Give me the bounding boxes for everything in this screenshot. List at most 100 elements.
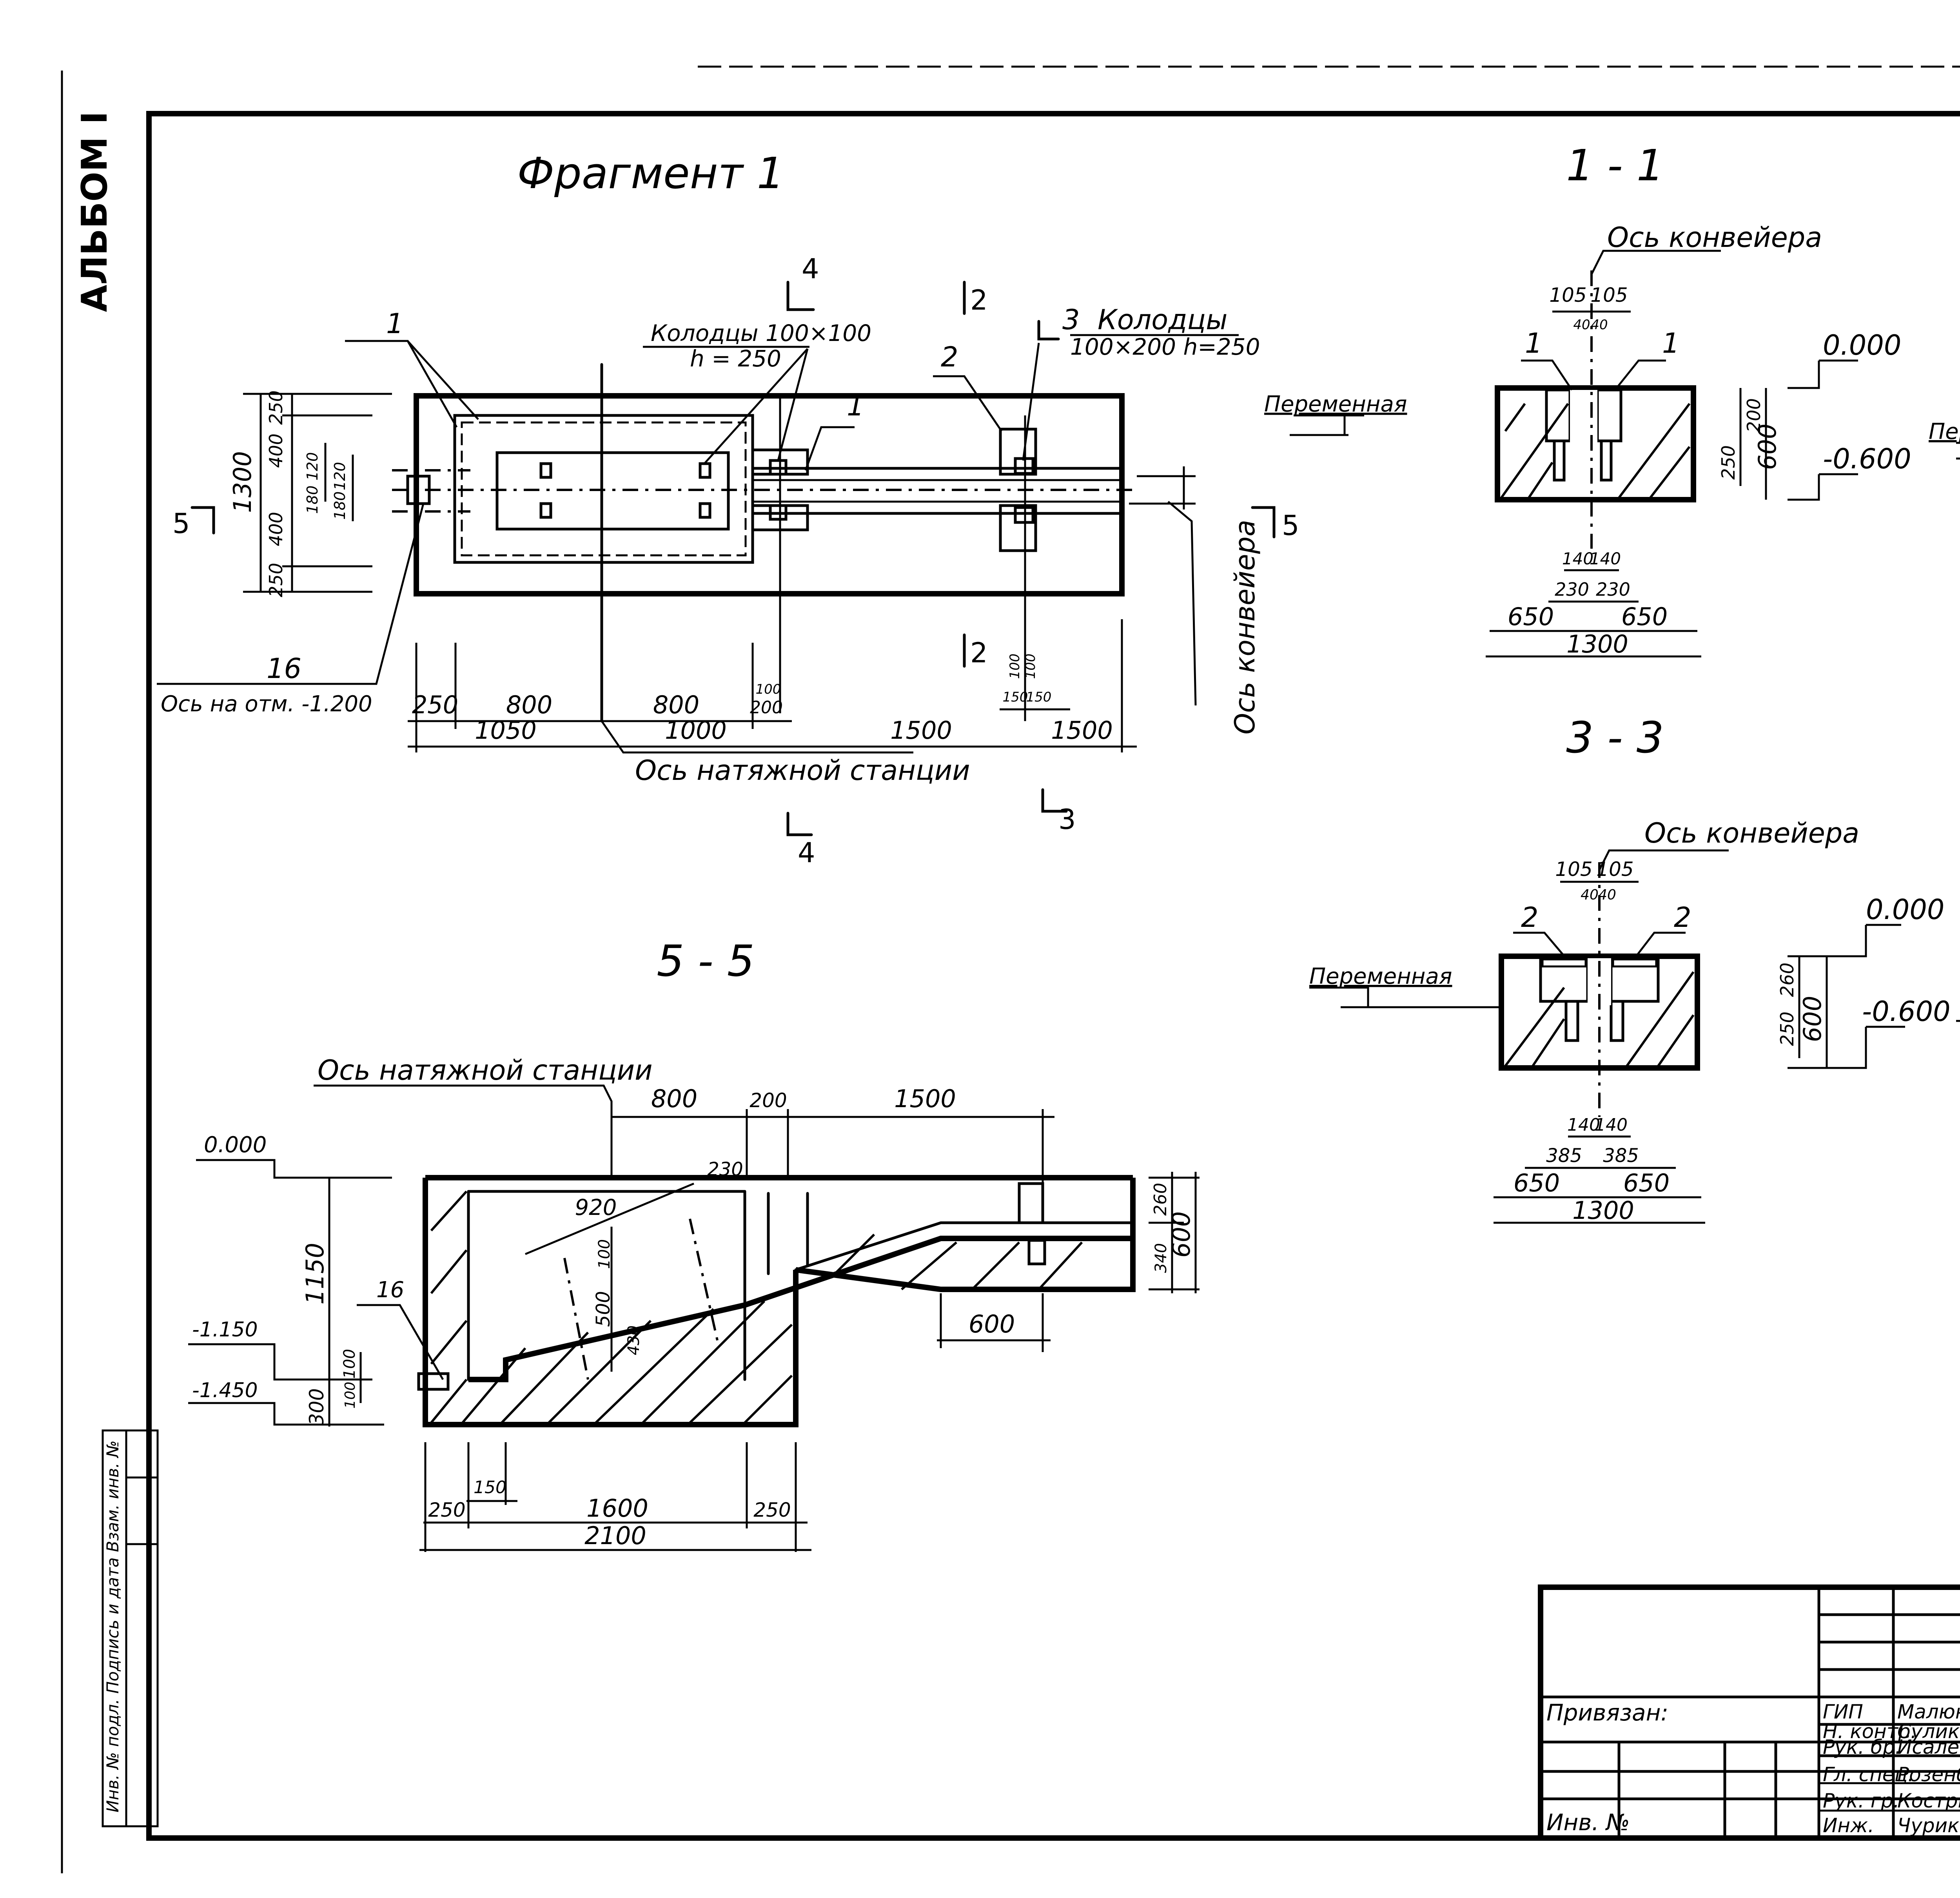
dim-left: 120 bbox=[304, 452, 321, 481]
well-small-label: Колодцы 100×100 bbox=[651, 320, 871, 346]
dim-wells: 150 bbox=[1003, 689, 1028, 705]
dim-left: 250 bbox=[265, 390, 287, 425]
callout: 1 bbox=[1525, 327, 1543, 359]
dim-left: 400 bbox=[265, 512, 287, 546]
dim-bottom: 1600 bbox=[586, 1494, 648, 1523]
pipe-callout: 16 bbox=[267, 653, 301, 685]
dim-inner: 385 bbox=[1546, 1145, 1582, 1167]
dim-top: 40 bbox=[1591, 317, 1608, 333]
section-mark-5-left: 5 bbox=[172, 508, 190, 540]
dim-v: 250 bbox=[1718, 445, 1739, 480]
section-2-2: 2 - 2 1 1 Ось конвейера Переменная 0.000… bbox=[1929, 419, 1960, 460]
dim-bottom: 800 bbox=[506, 691, 552, 719]
dim-v: 260 bbox=[1777, 963, 1798, 997]
dim-inner: 230 bbox=[1596, 579, 1630, 600]
section-3-3-axis: Ось конвейера bbox=[1644, 817, 1859, 849]
dim-inner: 500 bbox=[592, 1291, 614, 1327]
dim-left: 180 bbox=[304, 486, 321, 514]
dim-right: 260 bbox=[1151, 1183, 1171, 1216]
dim-bottom-2: 1050 bbox=[475, 716, 537, 745]
callout-3: 3 bbox=[1062, 304, 1080, 336]
plan-pit-large bbox=[453, 414, 754, 564]
callout-1: 1 bbox=[386, 308, 404, 340]
section-5-5: 5 - 5 920 230 100 500 43 bbox=[188, 936, 1200, 1552]
fragment1-title: Фрагмент 1 bbox=[517, 148, 784, 198]
dim-inner: 385 bbox=[1603, 1145, 1639, 1167]
section-mark-3-bottom: 3 bbox=[1058, 803, 1076, 836]
dim-inner: 100 bbox=[595, 1239, 613, 1269]
dim-left-total: 1300 bbox=[228, 451, 257, 513]
dim-inner: 430 bbox=[625, 1325, 643, 1355]
dim-top: 105 bbox=[1590, 284, 1628, 306]
dim-wells: 100 bbox=[1023, 654, 1038, 679]
dim-inner: 920 bbox=[575, 1195, 617, 1220]
dim-mid: 600 bbox=[969, 1310, 1015, 1338]
well-small bbox=[539, 502, 552, 519]
staff-role: Инж. bbox=[1823, 1814, 1874, 1837]
dim-top: 105 bbox=[1549, 284, 1586, 306]
dim-left: 400 bbox=[265, 433, 287, 468]
section-mark-2-top: 2 bbox=[970, 284, 988, 316]
dim-left: 1150 bbox=[301, 1243, 329, 1305]
callout-16: 16 bbox=[376, 1277, 404, 1303]
dim-bottom: 250 bbox=[428, 1499, 465, 1521]
staff-role: Рук. гр. bbox=[1823, 1789, 1900, 1812]
side-stamp bbox=[102, 1429, 159, 1827]
section-3-3-title: 3 - 3 bbox=[1566, 712, 1664, 763]
dim-v: 250 bbox=[1777, 1012, 1798, 1046]
dim-inner: 230 bbox=[1555, 579, 1589, 600]
callout: 2 bbox=[1674, 901, 1691, 934]
staff-name: Малюнов bbox=[1897, 1700, 1960, 1723]
dim-top: 1500 bbox=[894, 1084, 956, 1113]
dim-half: 650 bbox=[1514, 1169, 1560, 1197]
dim-inner: 140 bbox=[1562, 549, 1593, 568]
staff-role: Рук. бр. bbox=[1823, 1736, 1901, 1758]
dim-left: 300 bbox=[305, 1388, 328, 1425]
elev-bottom: -1.450 bbox=[192, 1379, 258, 1402]
dim-bottom: 250 bbox=[412, 691, 458, 719]
staff-role: Н. контр. bbox=[1823, 1720, 1917, 1743]
dim-left: 250 bbox=[265, 563, 287, 597]
elev-mid: -1.150 bbox=[192, 1318, 258, 1341]
dim-right: 600 bbox=[1167, 1211, 1196, 1258]
fragment1-plan: Фрагмент 1 bbox=[157, 148, 1299, 869]
callout-1b: 1 bbox=[847, 390, 864, 422]
dim-bottom: 250 bbox=[753, 1499, 791, 1521]
dim-half: 650 bbox=[1621, 602, 1668, 631]
dim-v: 600 bbox=[1798, 996, 1827, 1042]
dim-top: 105 bbox=[1555, 858, 1592, 881]
dim-wells: 100 bbox=[1007, 654, 1023, 679]
elev-bottom: -0.600 bbox=[1862, 995, 1951, 1028]
privyazan-label: Привязан: bbox=[1546, 1699, 1668, 1726]
dim-top: 105 bbox=[1596, 858, 1633, 881]
inv-label: Инв. № bbox=[1546, 1809, 1630, 1836]
section-1-1: 1 - 1 1 1 Ось конвейера Переменная 0.000… bbox=[1264, 140, 1911, 658]
callout: 1 bbox=[1662, 327, 1680, 359]
dim-top: 40 bbox=[1581, 887, 1599, 903]
dim-v: 200 bbox=[1743, 398, 1764, 433]
elev-top: 0.000 bbox=[204, 1132, 267, 1158]
dim-top: 200 bbox=[750, 1089, 787, 1112]
staff-list: ГИП Малюнов Н. контр. Суликовская Рук. б… bbox=[1823, 1700, 1960, 1837]
elev-bottom: -0.600 bbox=[1823, 443, 1911, 475]
plan-outer-slab bbox=[414, 393, 1125, 596]
dim-v: 600 bbox=[1753, 424, 1782, 470]
side-stamp-text: Инв. № подл. Подпись и дата Взам. инв. № bbox=[103, 1440, 122, 1813]
dim-inner: 140 bbox=[1590, 549, 1621, 568]
sheet-frame bbox=[61, 65, 1960, 1873]
dim-bottom-total: 2100 bbox=[584, 1521, 646, 1550]
dim-bottom: 800 bbox=[653, 691, 699, 719]
pipe-16 bbox=[417, 1372, 450, 1391]
staff-role: ГИП bbox=[1823, 1700, 1863, 1723]
well-large-label: Колодцы bbox=[1098, 304, 1227, 336]
well-small bbox=[539, 462, 552, 479]
section-mark-5-right: 5 bbox=[1282, 509, 1299, 542]
conveyor-axis-label: Ось конвейера bbox=[1229, 520, 1261, 734]
section-mark-4-bottom: 4 bbox=[798, 837, 815, 869]
staff-name: Суликовская bbox=[1897, 1720, 1960, 1743]
tension-axis-label: Ось натяжной станции bbox=[635, 754, 970, 787]
dim-total: 1300 bbox=[1566, 630, 1628, 658]
dim-left: 100 bbox=[341, 1349, 359, 1379]
variable-label: Переменная bbox=[1929, 419, 1960, 444]
